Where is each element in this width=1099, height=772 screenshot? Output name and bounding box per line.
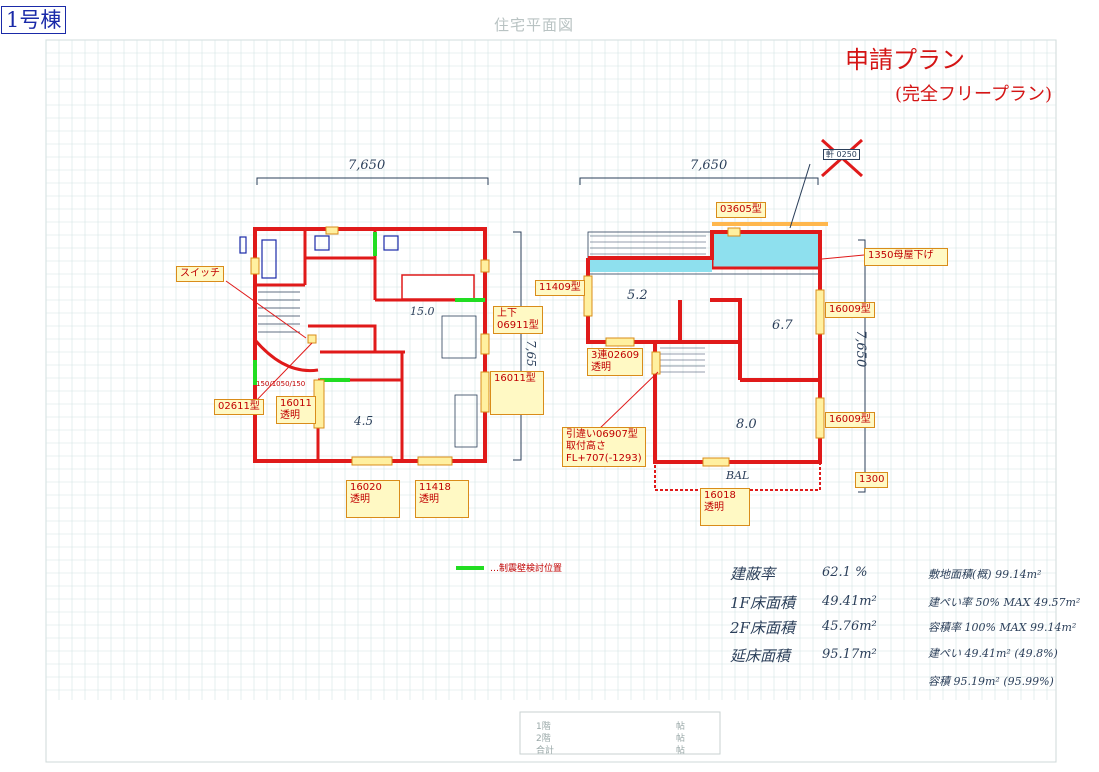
f1-window-bath	[250, 257, 260, 275]
f2-width-dim-line	[579, 177, 819, 185]
callout-window-06911: 上下 06911型	[493, 306, 543, 334]
callout-switch-height: 150/1050/150	[256, 380, 306, 388]
footer-row-total-unit: 帖	[676, 746, 686, 756]
callout-window-02611: 02611型	[214, 399, 264, 415]
f1-window-right-top	[480, 259, 490, 273]
stat-coverage-max: 建ぺい率 50% MAX 49.57m²	[928, 596, 1081, 609]
footer-table-frame	[519, 711, 721, 755]
stat-label-1f-floor: 1F床面積	[730, 594, 795, 612]
f2-width-dimension: 7,650	[690, 158, 728, 173]
room-label-balcony: BAL	[726, 469, 750, 482]
stat-label-2f-floor: 2F床面積	[730, 619, 795, 637]
callout-window-16009-lower: 16009型	[825, 412, 875, 428]
room-area-2f-a: 5.2	[627, 288, 648, 303]
stat-far-actual: 容積 95.19m² (95.99%)	[928, 675, 1054, 688]
f1-window-right-lower	[480, 371, 490, 413]
sheet-border	[45, 39, 1057, 763]
leader-06907	[595, 371, 659, 433]
f1-window-bottom-1	[351, 456, 393, 466]
seismic-wall-legend-text: …制震壁検討位置	[490, 564, 563, 574]
callout-window-06907: 引違い06907型 取付高さ FL+707(-1293)	[562, 427, 646, 467]
f2-skylight-area	[710, 230, 822, 270]
room-area-2f-b: 6.7	[772, 318, 793, 333]
f1-window-right-mid	[480, 333, 490, 355]
f2-depth-dim-line	[858, 239, 866, 493]
f2-window-16018	[702, 457, 730, 467]
eave-leader-line	[789, 163, 811, 229]
stat-site-area: 敷地面積(概) 99.14m²	[928, 568, 1042, 581]
f2-window-02609	[605, 337, 635, 347]
f1-depth-dimension: 7,65	[524, 340, 538, 367]
callout-window-16020: 16020 透明	[346, 480, 400, 518]
footer-row-total-label: 合計	[536, 746, 555, 756]
leader-purlin	[821, 254, 865, 260]
callout-balcony-height: 1300	[855, 472, 889, 488]
f2-depth-dimension: 7,650	[853, 330, 868, 368]
footer-row-2f-label: 2階	[536, 734, 551, 744]
room-area-2f-c: 8.0	[736, 417, 757, 432]
plan-name-line2: (完全フリープラン)	[895, 84, 1052, 105]
leader-02611	[251, 342, 313, 406]
stat-far-max: 容積率 100% MAX 99.14m²	[928, 621, 1077, 634]
room-area-washitsu: 4.5	[354, 414, 374, 428]
f1-window-top	[325, 226, 339, 235]
f1-width-dimension: 7,650	[348, 158, 386, 173]
f2-window-11409	[583, 275, 593, 317]
building-id: 1号棟	[1, 6, 67, 34]
sheet-title: 住宅平面図	[494, 16, 575, 34]
f1-bathtub	[261, 239, 277, 279]
stat-value-total-floor: 95.17m²	[822, 647, 877, 662]
footer-row-1f-label: 1階	[536, 722, 551, 732]
crossed-out-eave-label: 軒 0250	[823, 149, 860, 160]
f2-window-06907	[651, 351, 661, 375]
f1-bath-vent	[239, 236, 247, 254]
f1-interior-walls	[255, 229, 485, 461]
leader-switch	[225, 280, 307, 339]
f1-sofa	[454, 394, 478, 448]
callout-window-03605: 03605型	[716, 202, 766, 218]
callout-window-11418: 11418 透明	[415, 480, 469, 518]
f1-depth-dim-line	[513, 231, 522, 461]
stat-label-total-floor: 延床面積	[730, 647, 791, 665]
f1-storage-box	[383, 235, 399, 251]
room-area-ldk: 15.0	[410, 305, 435, 318]
f1-kitchen-counter	[401, 274, 475, 300]
footer-row-2f-unit: 帖	[676, 734, 686, 744]
stat-value-coverage: 62.1 %	[822, 565, 868, 580]
f1-washbasin	[314, 235, 330, 251]
f1-window-bottom-2	[417, 456, 453, 466]
stat-coverage-actual: 建ぺい 49.41m² (49.8%)	[928, 647, 1058, 660]
footer-row-1f-unit: 帖	[676, 722, 686, 732]
callout-window-16011: 16011型	[490, 371, 544, 415]
f2-roof-band	[588, 258, 712, 272]
stat-value-1f-floor: 49.41m²	[822, 594, 877, 609]
callout-window-16018: 16018 透明	[700, 488, 750, 526]
f2-window-03605	[727, 227, 741, 237]
plan-name-line1: 申請プラン	[845, 46, 965, 74]
callout-window-16011-clear: 16011 透明	[276, 396, 316, 424]
f1-entrance-curve	[253, 339, 319, 373]
f1-dining-table	[441, 315, 477, 359]
seismic-wall-swatch	[456, 565, 484, 570]
stat-value-2f-floor: 45.76m²	[822, 619, 877, 634]
f1-window-entry	[307, 334, 317, 344]
f1-width-dim-line	[256, 177, 489, 185]
grid-lines	[45, 39, 1056, 700]
callout-window-16009-upper: 16009型	[825, 302, 875, 318]
callout-window-11409: 11409型	[535, 280, 585, 296]
seismic-wall-legend: …制震壁検討位置	[456, 561, 562, 574]
f2-window-16009-up	[815, 289, 825, 335]
callout-window-3ren-02609: 3連02609 透明	[587, 348, 644, 376]
f2-window-16009-low	[815, 397, 825, 439]
callout-purlin-lowering: 1350母屋下げ	[864, 248, 948, 266]
stat-label-coverage: 建蔽率	[730, 565, 776, 583]
callout-switch: スイッチ	[176, 266, 224, 282]
